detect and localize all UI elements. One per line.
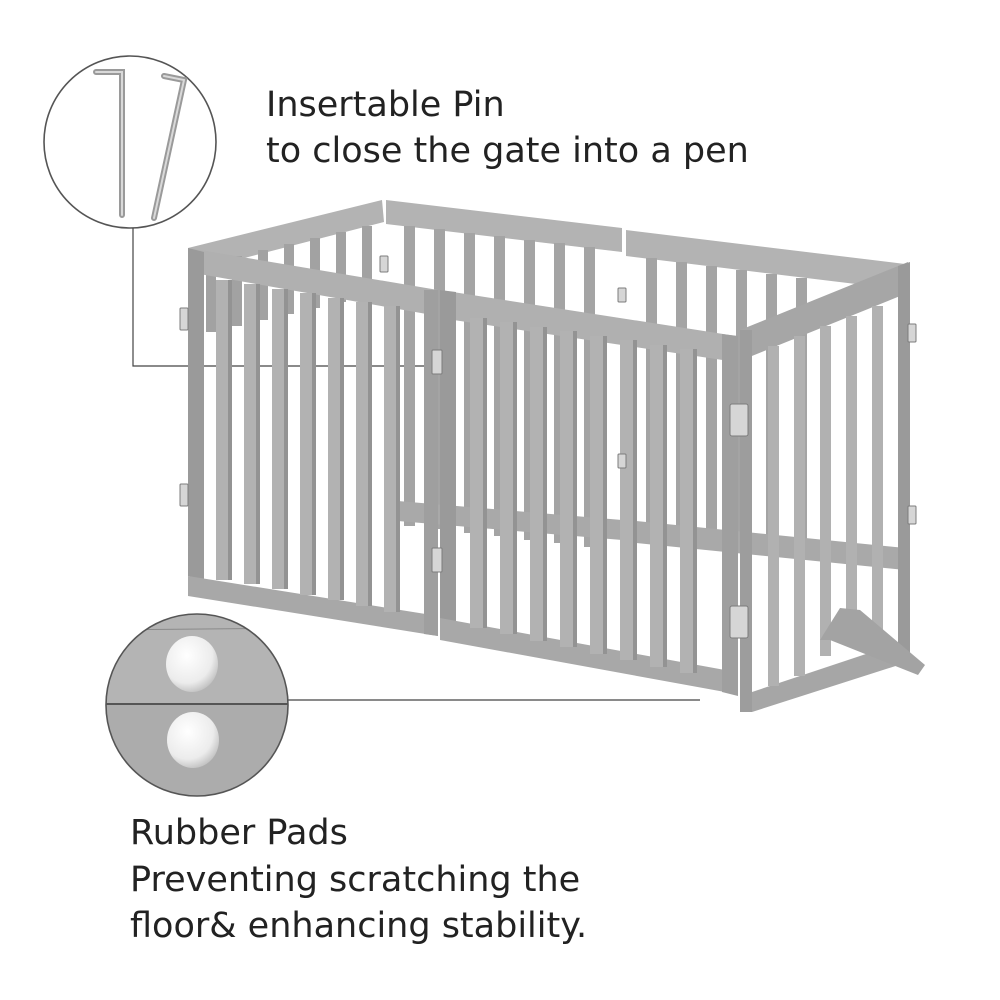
rubber-pad-icon — [166, 636, 219, 768]
pin-callout-subtitle: to close the gate into a pen — [266, 131, 749, 172]
pin-callout-text: Insertable Pin to close the gate into a … — [266, 82, 749, 174]
pad-callout-line1: Preventing scratching the — [130, 859, 581, 900]
pin-zoom-circle — [43, 55, 217, 229]
gate-front-middle-panel — [440, 290, 738, 696]
gate-front-left-panel — [188, 248, 438, 636]
pad-callout-line2: floor& enhancing stability. — [130, 906, 588, 947]
pin-icon — [93, 69, 188, 221]
pad-callout-text: Rubber Pads Preventing scratching the fl… — [130, 810, 587, 950]
pad-callout-title: Rubber Pads — [130, 813, 348, 853]
pin-callout-title: Insertable Pin — [266, 85, 505, 125]
pad-zoom-circle — [105, 613, 289, 797]
hinge-icon — [179, 255, 917, 639]
